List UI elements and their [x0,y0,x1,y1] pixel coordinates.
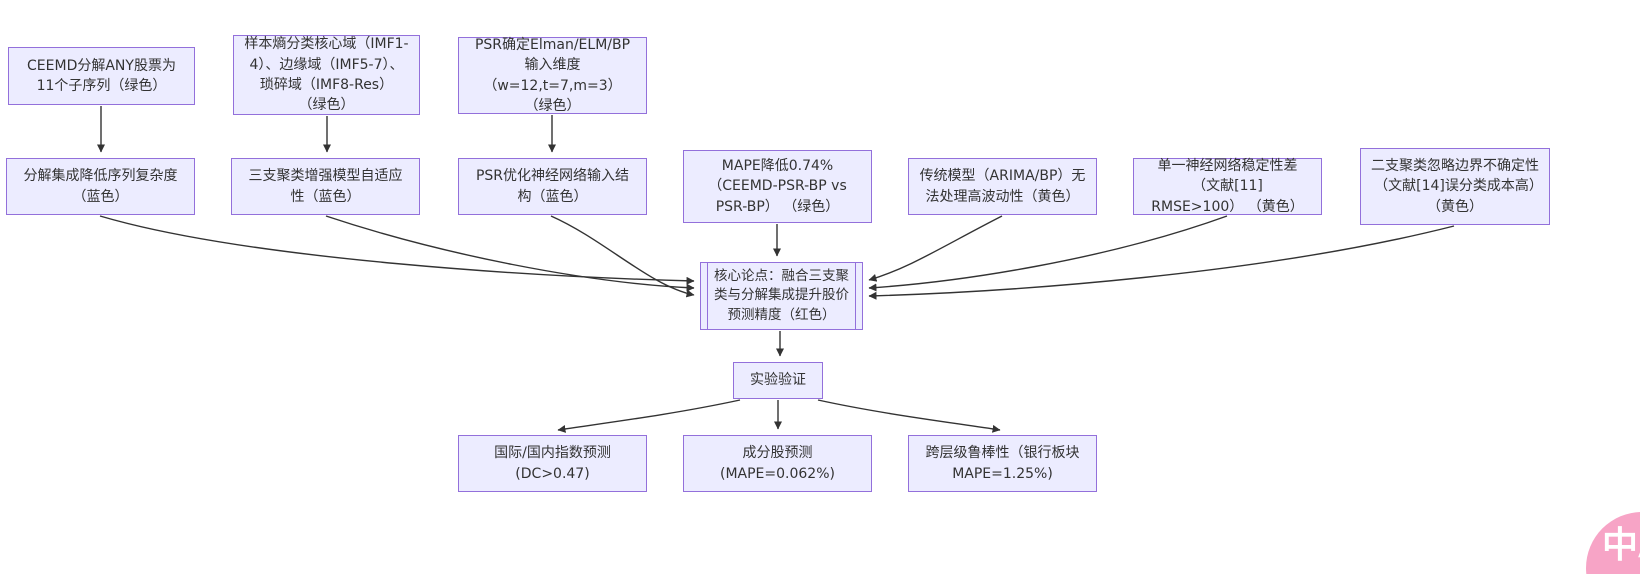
node-three-way: 三支聚类增强模型自适应性（蓝色） [231,158,420,215]
translate-icon: 中A [1602,525,1640,566]
node-traditional: 传统模型（ARIMA/BP）无法处理高波动性（黄色） [908,158,1097,215]
node-ceemd: CEEMD分解ANY股票为11个子序列（绿色） [8,47,195,105]
node-psr-input: PSR确定Elman/ELM/BP输入维度（w=12,t=7,m=3） （绿色） [458,37,647,114]
subroutine-inner-border-right [855,263,856,329]
node-robust: 跨层级鲁棒性（银行板块 MAPE=1.25%) [908,435,1097,492]
edge-decomp-core [99,215,695,285]
node-sample-entropy: 样本熵分类核心域（IMF1-4）、边缘域（IMF5-7）、琐碎域（IMF8-Re… [233,35,420,115]
node-psr-opt: PSR优化神经网络输入结构（蓝色） [458,158,647,215]
edge-experiment-robust [817,399,1001,433]
node-core-thesis-label: 核心论点：融合三支聚类与分解集成提升股价预测精度（红色） [714,267,849,323]
edge-singlenn-core [868,215,1228,292]
node-core-thesis: 核心论点：融合三支聚类与分解集成提升股价预测精度（红色） [700,262,863,330]
edge-experiment-indexpred [557,399,741,433]
edge-threeway-core [325,215,695,292]
translate-floating-button[interactable]: 中A [1586,512,1640,574]
node-stock-pred: 成分股预测 (MAPE=0.062%) [683,435,872,492]
node-experiment: 实验验证 [733,362,823,399]
subroutine-inner-border-left [707,263,708,329]
node-two-way: 二支聚类忽略边界不确定性（文献[14]误分类成本高）（黄色） [1360,148,1550,225]
node-single-nn: 单一神经网络稳定性差（文献[11] RMSE>100） （黄色） [1133,158,1322,215]
edge-twoway-core [868,225,1455,300]
node-index-pred: 国际/国内指数预测 (DC>0.47) [458,435,647,492]
node-mape: MAPE降低0.74%（CEEMD-PSR-BP vs PSR-BP） （绿色） [683,150,872,223]
node-decomp: 分解集成降低序列复杂度（蓝色） [6,158,195,215]
edge-psropt-core [550,215,695,298]
edge-traditional-core [868,215,1003,282]
